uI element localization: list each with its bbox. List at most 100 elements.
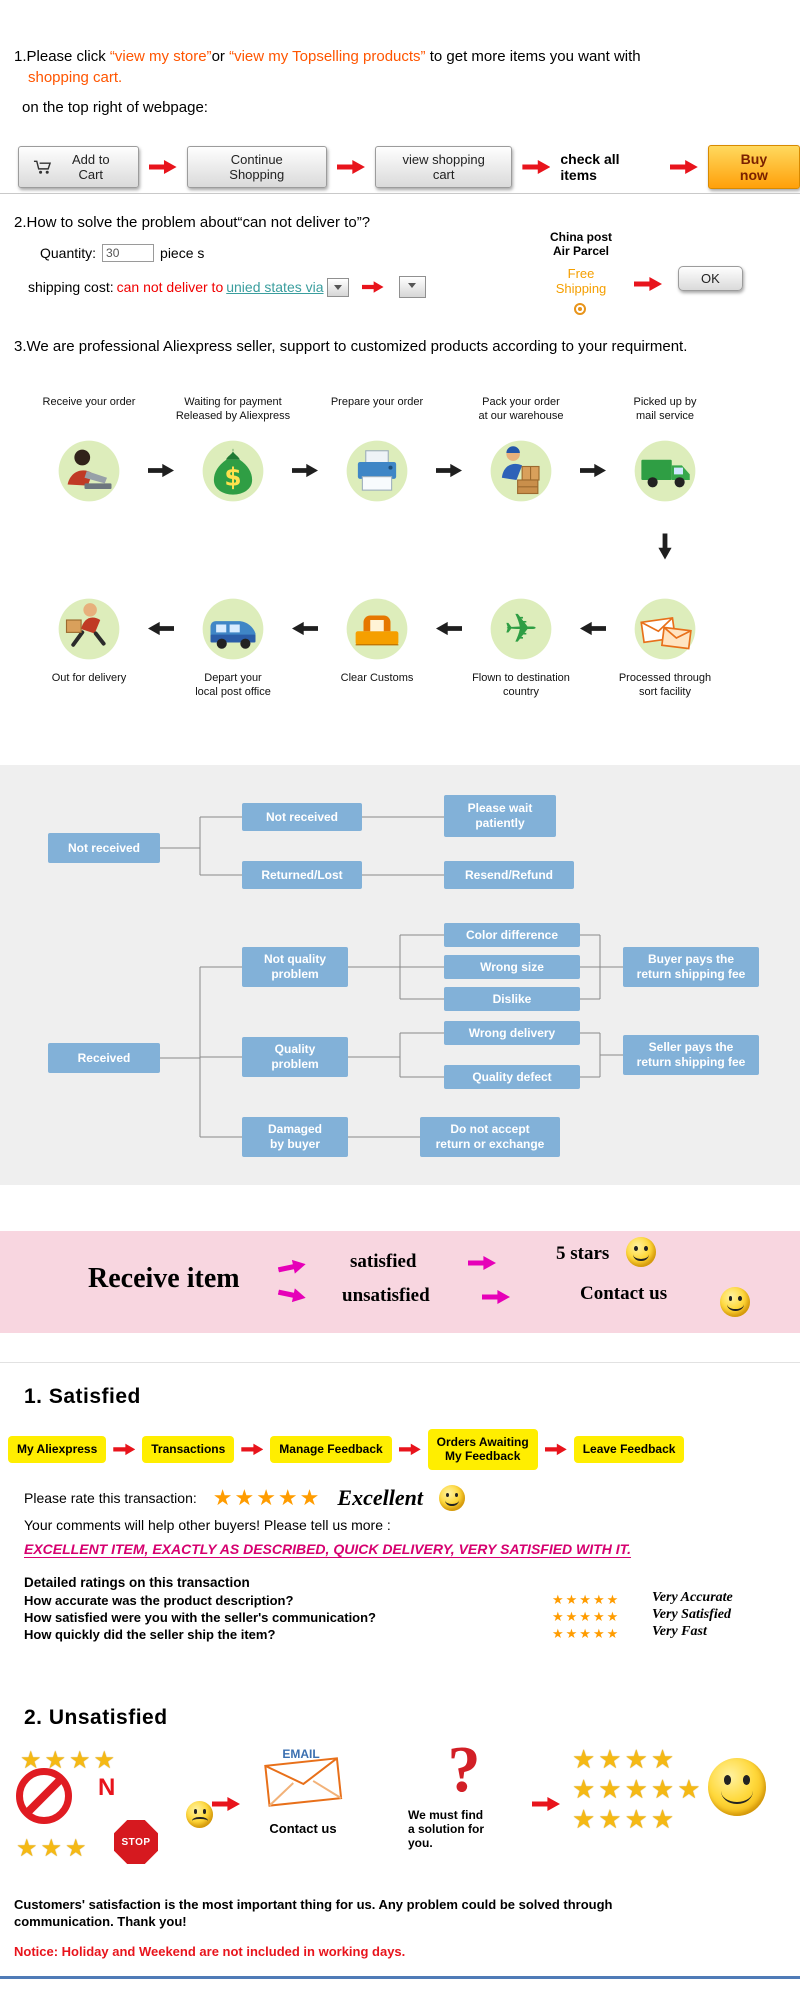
cart-icon bbox=[33, 160, 52, 174]
solution-block: ? We must find a solution for you. bbox=[408, 1737, 520, 1851]
buy-now-button[interactable]: Buy now bbox=[707, 145, 800, 189]
example-comment: EXCELLENT ITEM, EXACTLY AS DESCRIBED, QU… bbox=[24, 1541, 632, 1557]
stop-label: STOP bbox=[121, 1836, 151, 1848]
step-label: Picked up by mail service bbox=[633, 396, 697, 423]
rating-stars: ★★★★★ bbox=[552, 1626, 621, 1641]
rating-question: How satisfied were you with the seller's… bbox=[24, 1610, 377, 1625]
step-label: Waiting for payment Released by Aliexpre… bbox=[175, 396, 291, 423]
flow-not-received-branch: Not received bbox=[242, 803, 362, 831]
happy-face-icon bbox=[720, 1287, 751, 1317]
flow-not-quality-problem: Not quality problem bbox=[242, 947, 348, 987]
satisfied-heading: 1. Satisfied bbox=[24, 1385, 141, 1408]
rate-label: Please rate this transaction: bbox=[24, 1490, 197, 1506]
post-office-van-icon bbox=[197, 593, 269, 665]
step-label: Prepare your order bbox=[330, 396, 424, 408]
process-top-row: Receive your order Waiting for payment R… bbox=[30, 395, 770, 507]
shipping-method-dropdown[interactable] bbox=[398, 276, 426, 298]
divider bbox=[0, 193, 800, 194]
flow-quality-defect: Quality defect bbox=[444, 1065, 580, 1089]
arrow-up-right-icon bbox=[277, 1256, 308, 1277]
bad-rating-cluster: ★★★★ N ★★★ STOP bbox=[14, 1742, 214, 1877]
arrow-right-icon bbox=[148, 463, 174, 478]
pack-order-icon bbox=[485, 435, 557, 507]
intro-prefix: 1.Please click bbox=[14, 48, 110, 65]
divider bbox=[0, 1362, 800, 1363]
arrow-right-icon bbox=[544, 1443, 567, 1456]
quantity-input[interactable] bbox=[102, 244, 155, 262]
arrow-right-icon bbox=[482, 1289, 510, 1305]
destination-dropdown[interactable] bbox=[326, 277, 349, 297]
flowchart-connectors bbox=[160, 816, 623, 1138]
nav-leave-feedback[interactable]: Leave Feedback bbox=[573, 1436, 685, 1463]
flow-color-difference: Color difference bbox=[444, 923, 580, 947]
topselling-products-link[interactable]: “view my Topselling products” bbox=[229, 48, 426, 65]
satisfied-section: 1. Satisfied My Aliexpress Transactions … bbox=[0, 1385, 800, 1665]
arrow-left-icon bbox=[148, 621, 174, 636]
cannot-deliver-text: can not deliver to bbox=[116, 279, 224, 295]
arrow-down-right-icon bbox=[277, 1284, 308, 1305]
flow-wrong-size: Wrong size bbox=[444, 955, 580, 979]
cart-flow-row: Add to Cart Continue Shopping view shopp… bbox=[18, 145, 800, 189]
rating-answer: Very Fast bbox=[652, 1624, 707, 1639]
ok-button[interactable]: OK bbox=[678, 266, 743, 291]
contact-us-text: Contact us bbox=[580, 1283, 668, 1304]
arrow-left-icon bbox=[292, 621, 318, 636]
happy-face-icon bbox=[626, 1237, 656, 1267]
svg-text:✈: ✈ bbox=[504, 605, 538, 653]
view-shopping-cart-button[interactable]: view shopping cart bbox=[374, 146, 513, 188]
step-label: Flown to destination country bbox=[472, 672, 570, 699]
nav-orders-awaiting-feedback[interactable]: Orders Awaiting My Feedback bbox=[427, 1429, 538, 1470]
process-step: Pack your order at our warehouse bbox=[462, 395, 580, 507]
sort-facility-mail-icon bbox=[629, 593, 701, 665]
add-to-cart-button[interactable]: Add to Cart bbox=[18, 146, 139, 188]
flow-seller-pays: Seller pays the return shipping fee bbox=[623, 1035, 759, 1075]
arrow-right-icon bbox=[522, 159, 551, 175]
rate-transaction-row: Please rate this transaction: ★★★★★ Exce… bbox=[24, 1485, 465, 1511]
five-stars-text: 5 stars bbox=[556, 1243, 610, 1264]
unsatisfied-text: unsatisfied bbox=[342, 1285, 430, 1306]
process-step: Out for delivery bbox=[30, 593, 148, 685]
nav-manage-feedback[interactable]: Manage Feedback bbox=[270, 1436, 392, 1463]
continue-shopping-button[interactable]: Continue Shopping bbox=[186, 146, 327, 188]
nav-my-aliexpress[interactable]: My Aliexpress bbox=[8, 1436, 107, 1463]
process-step: Processed through sort facility bbox=[606, 593, 724, 700]
email-envelope-icon: EMAIL bbox=[264, 1747, 343, 1807]
intro-suffix: to get more items you want with bbox=[425, 48, 641, 65]
flow-quality-problem: Quality problem bbox=[242, 1037, 348, 1077]
no-letter: N bbox=[98, 1774, 116, 1801]
shopping-cart-text: shopping cart. bbox=[28, 69, 123, 86]
gold-stars: ★★★★★ bbox=[572, 1774, 704, 1804]
contact-us-block: EMAIL Contact us bbox=[250, 1744, 356, 1836]
shipping-cost-label: shipping cost: bbox=[28, 279, 114, 295]
arrow-left-icon bbox=[580, 621, 606, 636]
process-bottom-row: Out for delivery Depart your local post … bbox=[30, 593, 770, 700]
payment-released-icon: $ bbox=[197, 435, 269, 507]
process-step: Receive your order bbox=[30, 395, 148, 507]
clear-customs-icon bbox=[341, 593, 413, 665]
arrow-left-icon bbox=[436, 621, 462, 636]
footer-notice: Notice: Holiday and Weekend are not incl… bbox=[14, 1944, 406, 1959]
process-step: Clear Customs bbox=[318, 593, 436, 685]
arrow-right-icon bbox=[148, 159, 177, 175]
quantity-row: Quantity: piece s bbox=[40, 244, 204, 262]
rating-answer: Very Accurate bbox=[652, 1590, 733, 1605]
solution-text: We must find a solution for you. bbox=[408, 1808, 484, 1850]
check-all-items-text: check all items bbox=[560, 151, 620, 183]
contact-us-label: Contact us bbox=[269, 1821, 337, 1836]
quantity-unit: piece s bbox=[160, 245, 205, 261]
flow-please-wait: Please wait patiently bbox=[444, 795, 556, 837]
continue-shopping-label: Continue Shopping bbox=[229, 152, 285, 182]
process-step: Depart your local post office bbox=[174, 593, 292, 700]
out-for-delivery-icon bbox=[53, 593, 125, 665]
comments-hint: Your comments will help other buyers! Pl… bbox=[24, 1517, 391, 1533]
nav-transactions[interactable]: Transactions bbox=[142, 1436, 235, 1463]
prepare-order-icon bbox=[341, 435, 413, 507]
details-title: Detailed ratings on this transaction bbox=[24, 1575, 250, 1590]
destination-link[interactable]: unied states via bbox=[226, 279, 324, 295]
intro-or: or bbox=[211, 48, 230, 65]
flow-dislike: Dislike bbox=[444, 987, 580, 1011]
view-my-store-link[interactable]: “view my store” bbox=[109, 48, 212, 65]
flow-no-return: Do not accept return or exchange bbox=[420, 1117, 560, 1157]
flow-buyer-pays: Buyer pays the return shipping fee bbox=[623, 947, 759, 987]
